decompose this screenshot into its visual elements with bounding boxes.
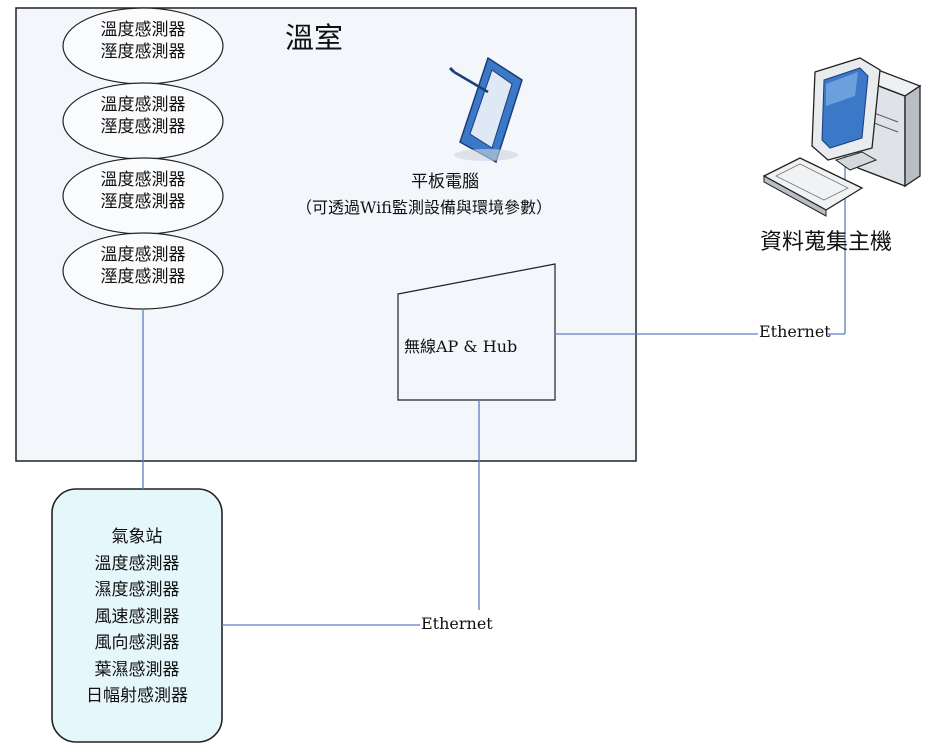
sensor-pair-1-line2: 溼度感測器 [100, 42, 186, 62]
weather-station-title: 氣象站 [111, 527, 163, 547]
sensor-pair-1-line1: 溫度感測器 [100, 20, 186, 40]
sensor-pair-4: 溫度感測器 溼度感測器 [68, 247, 218, 286]
ethernet-label-host: Ethernet [759, 322, 831, 341]
sensor-pair-2: 溫度感測器 溼度感測器 [68, 97, 218, 136]
sensor-pair-4-line2: 溼度感測器 [100, 267, 186, 287]
host-label: 資料蒐集主機 [760, 230, 893, 255]
sensor-pair-3-line1: 溫度感測器 [100, 170, 186, 190]
weather-station-leaf-wetness-sensor: 葉濕感測器 [94, 659, 180, 680]
greenhouse-title: 溫室 [285, 21, 344, 55]
tablet-label: 平板電腦 [411, 172, 479, 192]
tablet-icon [448, 56, 523, 164]
sensor-pair-2-line1: 溫度感測器 [100, 95, 186, 115]
wireless-ap-shape [397, 263, 556, 401]
sensor-pair-1: 溫度感測器 溼度感測器 [68, 22, 218, 61]
tablet-note: （可透過Wifi監測設備與環境參數） [296, 198, 552, 217]
weather-station-box [51, 488, 223, 743]
weather-station-solar-radiation-sensor: 日幅射感測器 [86, 686, 188, 706]
sensor-pair-3: 溫度感測器 溼度感測器 [68, 172, 218, 211]
computer-icon [762, 57, 922, 217]
ethernet-label-station: Ethernet [421, 614, 493, 633]
weather-station-humidity-sensor: 濕度感測器 [94, 580, 180, 600]
wireless-ap-label: 無線AP & Hub [404, 337, 518, 356]
sensor-pair-4-line1: 溫度感測器 [100, 245, 186, 265]
weather-station-temp-sensor: 溫度感測器 [94, 553, 180, 574]
weather-station-wind-direction-sensor: 風向感測器 [94, 633, 180, 653]
weather-station-text: 氣象站 溫度感測器 濕度感測器 風速感測器 風向感測器 葉濕感測器 日幅射感測器 [52, 524, 222, 710]
sensor-pair-3-line2: 溼度感測器 [100, 192, 186, 212]
sensor-pair-2-line2: 溼度感測器 [100, 117, 186, 137]
weather-station-wind-speed-sensor: 風速感測器 [94, 606, 180, 627]
